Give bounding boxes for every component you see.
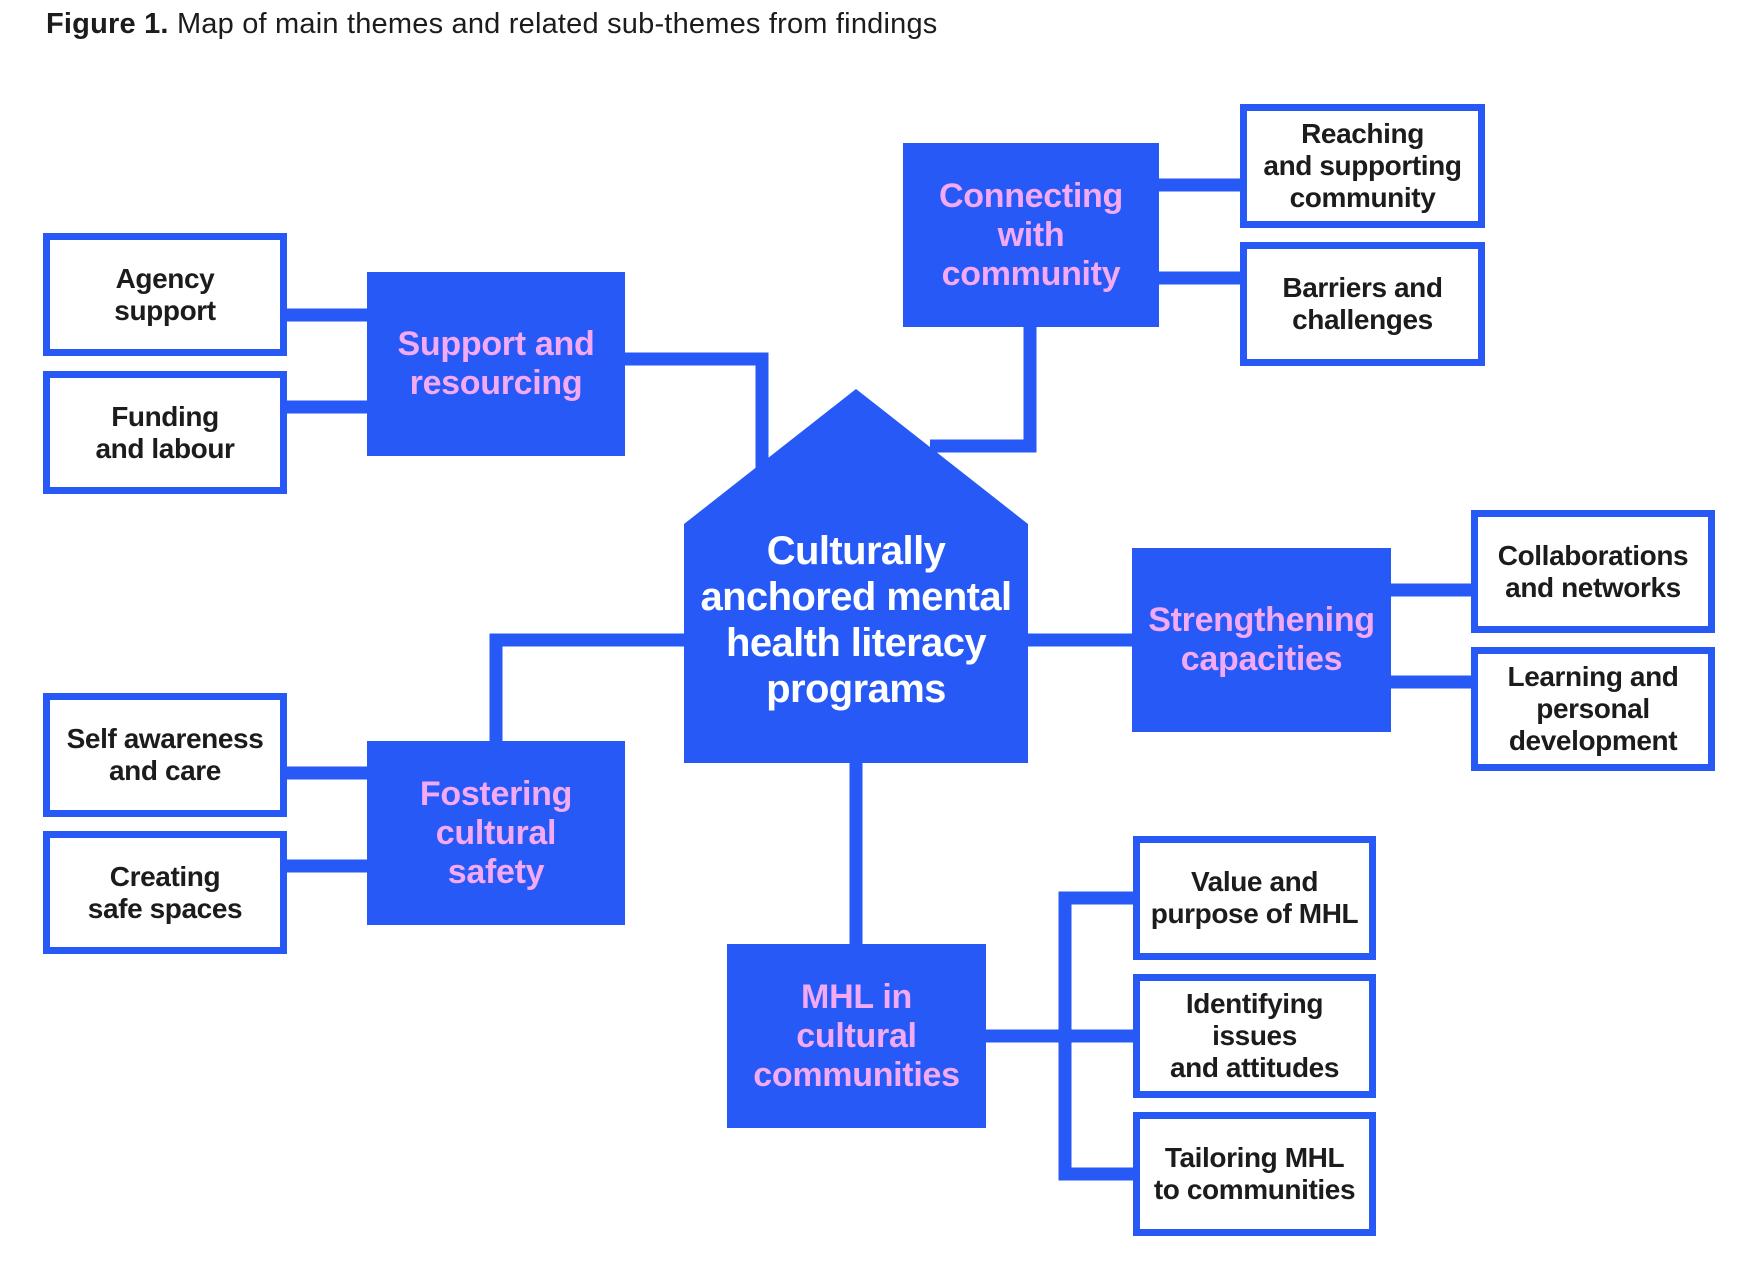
theme-label: Strengthening capacities <box>1148 601 1375 678</box>
subtheme-label: Tailoring MHL to communities <box>1153 1142 1356 1205</box>
subtheme-agency-support: Agency support <box>43 233 287 356</box>
theme-strengthening-capacities: Strengthening capacities <box>1132 548 1391 732</box>
subtheme-label: Funding and labour <box>95 400 235 464</box>
subtheme-creating-safe-spaces: Creating safe spaces <box>43 831 287 954</box>
subtheme-collaborations-and-networks: Collaborations and networks <box>1471 510 1715 633</box>
subtheme-funding-and-labour: Funding and labour <box>43 371 287 494</box>
subtheme-learning-and-personal-development: Learning and personal development <box>1471 647 1715 771</box>
subtheme-tailoring-mhl-to-communities: Tailoring MHL to communities <box>1133 1112 1376 1236</box>
subtheme-label: Self awareness and care <box>66 723 264 786</box>
connector-center-fostering <box>489 633 684 741</box>
theme-label: Support and resourcing <box>397 325 595 402</box>
subtheme-value-and-purpose-of-mhl: Value and purpose of MHL <box>1133 836 1376 960</box>
subtheme-barriers-and-challenges: Barriers and challenges <box>1240 242 1485 366</box>
center-house-shape <box>684 389 1028 763</box>
figure-label: Figure 1. <box>46 8 169 40</box>
center-theme: Culturally anchored mental health litera… <box>684 520 1028 720</box>
subtheme-label: Collaborations and networks <box>1497 539 1689 603</box>
theme-fostering-cultural-safety: Fostering cultural safety <box>367 741 625 925</box>
connector-support-center <box>625 352 769 475</box>
subtheme-reaching-and-supporting-community: Reaching and supporting community <box>1240 104 1485 228</box>
theme-support-and-resourcing: Support and resourcing <box>367 272 625 456</box>
subtheme-label: Learning and personal development <box>1507 661 1679 756</box>
subtheme-label: Creating safe spaces <box>87 860 243 924</box>
subtheme-label: Reaching and supporting community <box>1263 118 1462 213</box>
theme-label: MHL in cultural communities <box>753 977 960 1094</box>
theme-connecting-with-community: Connecting with community <box>903 143 1159 327</box>
theme-label: Connecting with community <box>939 176 1123 293</box>
figure-caption: Figure 1. Map of main themes and related… <box>46 8 937 41</box>
subtheme-label: Identifying issues and attitudes <box>1169 988 1340 1083</box>
theme-label: Fostering cultural safety <box>419 774 573 891</box>
subtheme-label: Barriers and challenges <box>1282 272 1443 335</box>
figure-caption-text: Map of main themes and related sub-theme… <box>176 8 938 40</box>
connector-mhl-bracket <box>1058 891 1133 1181</box>
subtheme-label: Value and purpose of MHL <box>1150 866 1359 929</box>
subtheme-label: Agency support <box>114 262 216 326</box>
subtheme-self-awareness-and-care: Self awareness and care <box>43 693 287 817</box>
center-theme-label: Culturally anchored mental health litera… <box>700 529 1012 711</box>
theme-mhl-in-cultural-communities: MHL in cultural communities <box>727 944 986 1128</box>
connector-connecting-center <box>930 327 1037 453</box>
subtheme-identifying-issues-and-attitudes: Identifying issues and attitudes <box>1133 974 1376 1098</box>
